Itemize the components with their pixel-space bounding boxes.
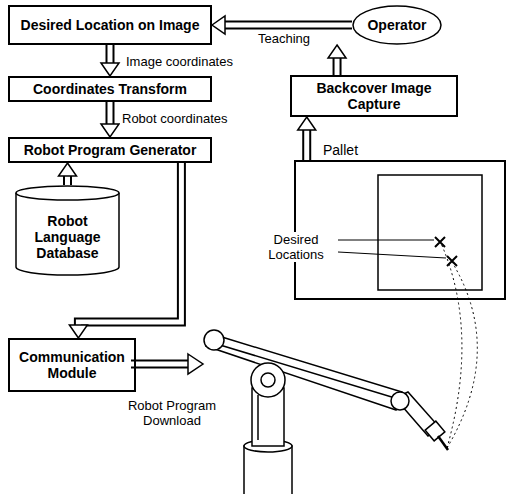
- process-box: Backcover Image Capture: [290, 75, 458, 117]
- flow-arrow: [298, 117, 316, 160]
- flow-arrow: [328, 45, 346, 75]
- node-label: Operator: [364, 17, 429, 33]
- leader-line: [338, 252, 446, 258]
- download-arrow: [130, 354, 203, 374]
- edge-label: Teaching: [256, 31, 312, 46]
- arrow-label: Robot Program Download: [116, 398, 228, 428]
- edge-label: Robot coordinates: [120, 111, 230, 126]
- edge-label: Image coordinates: [124, 54, 235, 69]
- node-label: Coordinates Transform: [30, 81, 190, 97]
- node-label: Communication Module: [10, 349, 134, 381]
- leader-line: [338, 240, 434, 241]
- process-box: Communication Module: [8, 338, 136, 392]
- node-label: Desired Location on Image: [18, 17, 203, 33]
- pallet: Pallet: [294, 160, 506, 300]
- pallet-outline: [294, 160, 506, 300]
- node-label: Robot Language Database: [15, 213, 120, 261]
- callout-label: Desired Locations: [256, 232, 336, 262]
- robot-arm: [204, 330, 448, 494]
- operator-ellipse: Operator: [352, 5, 442, 45]
- tool-path: [440, 241, 462, 448]
- node-label: Backcover Image Capture: [292, 80, 456, 112]
- flow-arrow: [101, 45, 119, 76]
- pallet-label: Pallet: [320, 142, 361, 158]
- node-label: Robot Program Generator: [21, 142, 200, 158]
- process-box: Robot Program Generator: [8, 137, 212, 163]
- flow-arrow: [59, 163, 77, 185]
- process-box: Coordinates Transform: [8, 76, 212, 102]
- flow-arrow: [101, 102, 119, 137]
- database-cylinder: Robot Language Database: [15, 185, 120, 275]
- process-box: Desired Location on Image: [8, 5, 212, 45]
